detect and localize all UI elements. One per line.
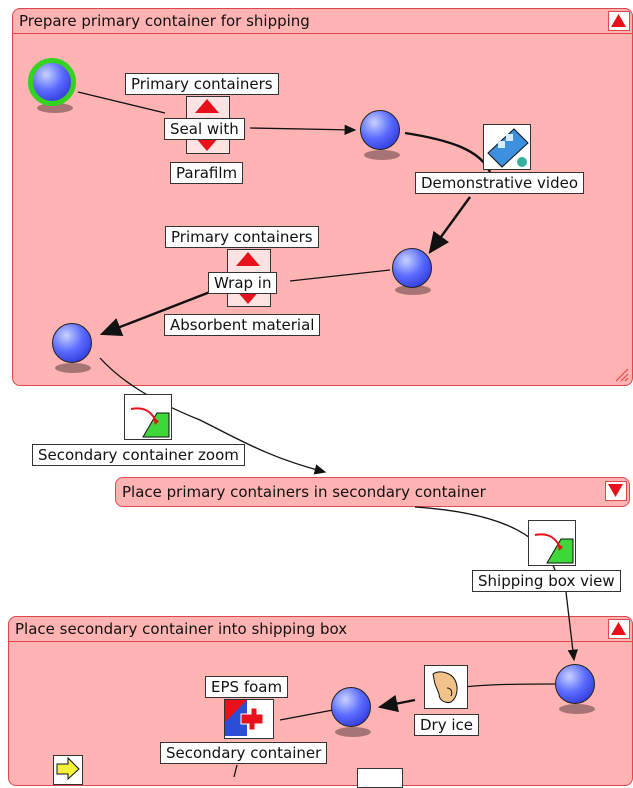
label-primary-containers[interactable]: Primary containers <box>125 73 279 95</box>
label-absorbent-material[interactable]: Absorbent material <box>164 314 321 336</box>
edge-node-to-eps <box>279 709 334 721</box>
group-title-bar <box>9 617 632 642</box>
label-secondary-container-zoom[interactable]: Secondary container zoom <box>32 444 245 466</box>
forward-arrow-icon <box>56 756 80 781</box>
hand-icon <box>432 671 458 703</box>
group-place-primary-containers[interactable]: Place primary containers in secondary co… <box>115 477 630 507</box>
node-shadow <box>335 727 371 737</box>
node-shadow <box>364 150 400 160</box>
edge-wrap-to-node <box>99 290 211 336</box>
zoom-view-icon <box>130 407 170 438</box>
process-node[interactable] <box>331 687 371 727</box>
node-shadow <box>559 704 595 714</box>
edge-video-to-node <box>428 196 471 254</box>
zoom-view-icon <box>534 533 574 564</box>
edge-node-to-zoom <box>99 357 327 475</box>
label-parafilm[interactable]: Parafilm <box>170 162 244 184</box>
edge-seal-to-node <box>249 124 357 136</box>
film-strip-icon <box>487 128 529 168</box>
label-demonstrative-video[interactable]: Demonstrative video <box>415 172 585 194</box>
label-secondary-container[interactable]: Secondary container <box>160 742 328 764</box>
group-title: Prepare primary container for shipping <box>19 12 310 30</box>
label-seal-with[interactable]: Seal with <box>164 118 245 140</box>
collapse-toggle[interactable] <box>608 11 630 31</box>
collapse-up-icon <box>611 622 626 635</box>
partial-icon-box[interactable] <box>357 768 403 788</box>
process-node[interactable] <box>52 323 92 363</box>
edge-dryice-to-node <box>377 694 416 713</box>
up-down-arrows-icon <box>195 99 219 151</box>
edge-secondary-down <box>233 764 238 777</box>
video-icon-box[interactable] <box>483 124 531 170</box>
puzzle-icon <box>225 700 264 736</box>
label-shipping-box-view[interactable]: Shipping box view <box>472 570 621 592</box>
process-node[interactable] <box>555 664 595 704</box>
node-shadow <box>55 363 91 373</box>
label-eps-foam[interactable]: EPS foam <box>205 676 289 698</box>
label-wrap-in[interactable]: Wrap in <box>208 272 278 294</box>
expand-down-icon <box>608 484 623 497</box>
expand-toggle[interactable] <box>605 481 627 501</box>
process-node[interactable] <box>360 110 400 150</box>
collapse-up-icon <box>611 14 626 27</box>
group-title: Place secondary container into shipping … <box>15 620 348 638</box>
resize-handle-icon[interactable] <box>614 367 630 383</box>
node-shadow <box>37 103 73 113</box>
node-shadow <box>395 285 431 295</box>
start-node[interactable] <box>28 58 76 106</box>
eps-foam-icon-box[interactable] <box>224 699 274 739</box>
label-primary-containers-2[interactable]: Primary containers <box>165 226 319 248</box>
process-node[interactable] <box>392 248 432 288</box>
zoom-icon-box[interactable] <box>124 394 172 440</box>
collapse-toggle[interactable] <box>608 619 630 639</box>
group-title-bar <box>13 9 632 34</box>
shipping-box-icon-box[interactable] <box>528 520 576 566</box>
label-dry-ice[interactable]: Dry ice <box>414 714 480 736</box>
edge-node-to-wrap <box>289 269 391 282</box>
group-title: Place primary containers in secondary co… <box>122 483 486 501</box>
dry-ice-icon-box[interactable] <box>424 665 468 709</box>
edge-start-to-seal <box>77 91 166 114</box>
next-icon-box[interactable] <box>53 755 83 785</box>
edge-shipping-to-node <box>565 591 578 662</box>
edge-node-to-video <box>404 131 492 173</box>
